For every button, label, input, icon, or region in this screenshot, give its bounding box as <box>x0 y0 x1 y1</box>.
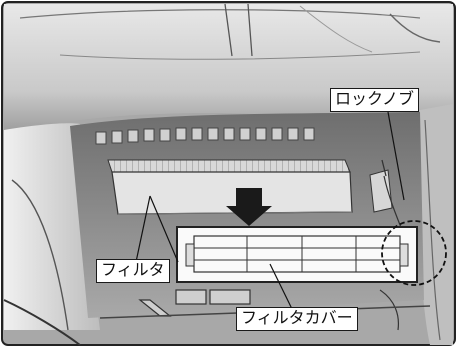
filter-cover-label: フィルタカバー <box>236 307 358 331</box>
filter-label: フィルタ <box>96 259 170 283</box>
filter-cover-shape <box>176 226 418 283</box>
filter-element <box>107 159 353 215</box>
lock-knob-label: ロックノブ <box>330 88 420 112</box>
